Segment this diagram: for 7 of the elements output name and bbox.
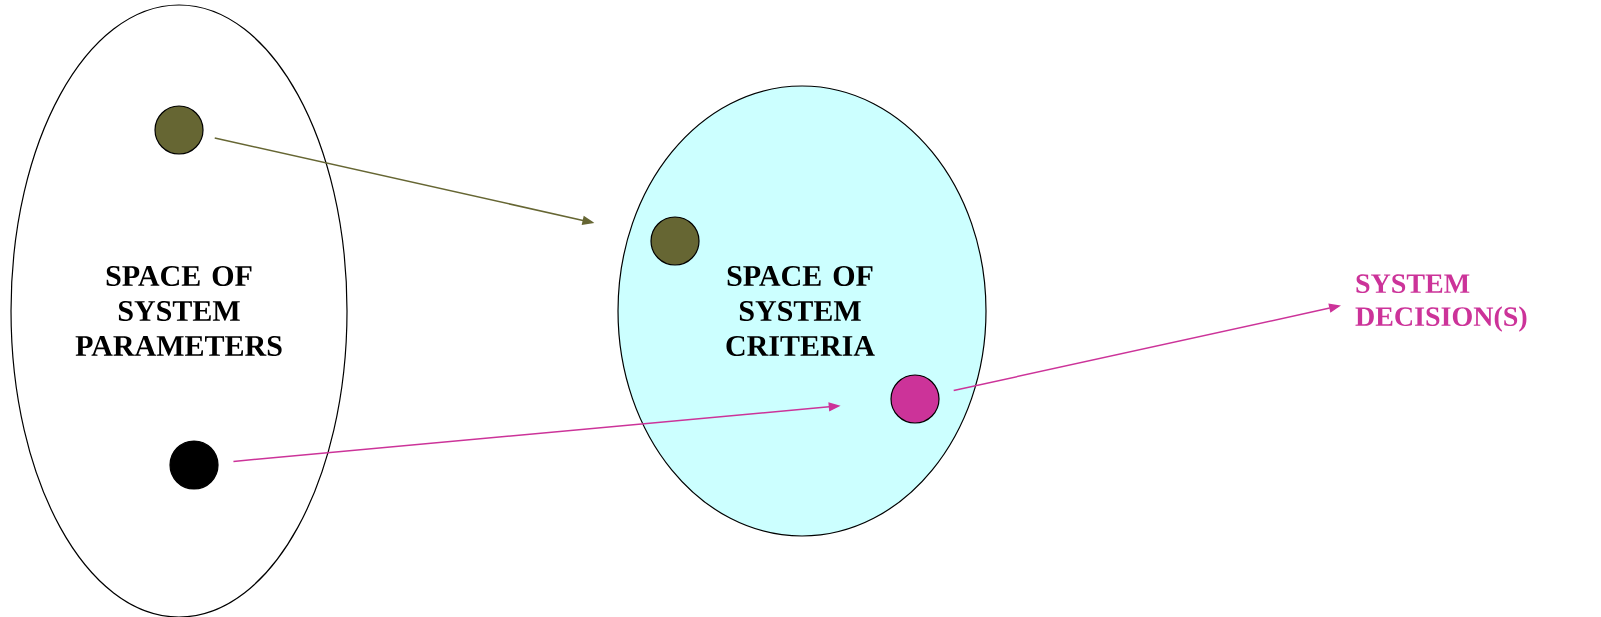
dot — [154, 105, 204, 155]
dot — [890, 374, 940, 424]
dot — [169, 440, 219, 490]
ellipse-region: SPACE OF SYSTEM CRITERIA — [617, 85, 987, 537]
dot — [650, 216, 700, 266]
ellipse-region: SPACE OF SYSTEM PARAMETERS — [10, 4, 348, 617]
text-label: SYSTEM DECISION(S) — [1355, 274, 1527, 332]
